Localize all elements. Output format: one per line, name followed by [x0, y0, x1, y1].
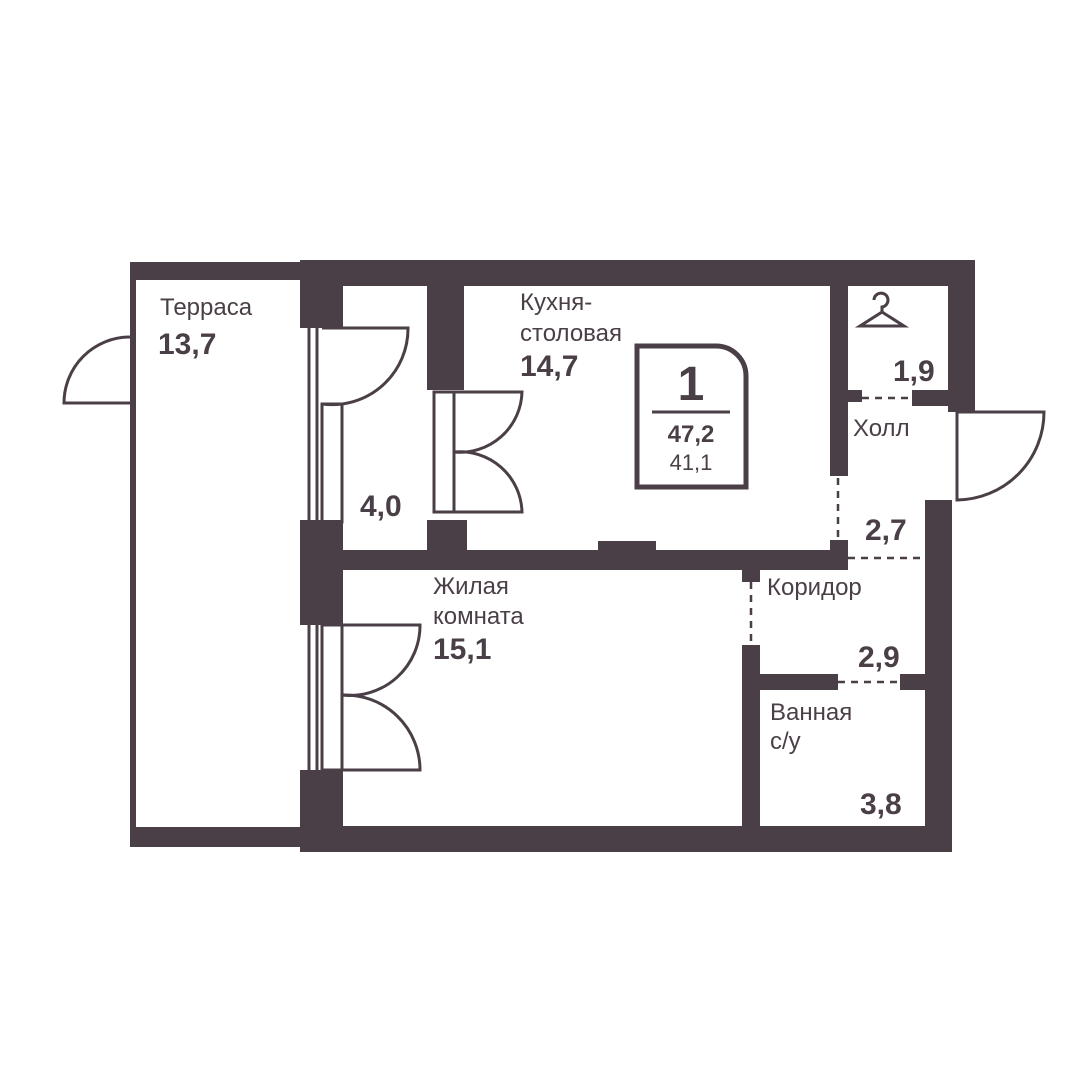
terrace-walls [130, 262, 305, 847]
entrance-door [955, 410, 1046, 502]
rooms-count: 1 [678, 358, 705, 411]
storage-area: 4,0 [360, 490, 402, 523]
kitchen-doors [432, 390, 524, 514]
living-name-line1: Жилая [433, 573, 509, 600]
bathroom-name-line1: Ванная [770, 699, 852, 726]
living-area-value: 15,1 [433, 633, 491, 666]
terrace-area: 13,7 [158, 328, 216, 361]
terrace-door [62, 335, 131, 405]
apartment-badge: 1 47,2 41,1 [634, 343, 749, 490]
kitchen-area: 14,7 [520, 350, 578, 383]
kitchen-name-line1: Кухня- [520, 289, 592, 316]
outer-walls [300, 260, 975, 852]
bathroom-name-line2: с/у [770, 728, 801, 755]
dashed-openings [749, 396, 926, 684]
corridor-area: 2,9 [858, 641, 900, 674]
kitchen-name-line2: столовая [520, 320, 622, 347]
living-window [307, 623, 344, 772]
terrace-name: Терраса [160, 294, 253, 321]
wardrobe-area: 1,9 [893, 355, 935, 388]
living-doors [341, 623, 422, 772]
storage-window [307, 328, 344, 524]
living-area: 41,1 [670, 450, 713, 475]
living-name-line2: комната [433, 603, 524, 630]
hall-area: 2,7 [865, 514, 907, 547]
hall-name: Холл [853, 415, 910, 442]
interior-walls [300, 286, 952, 830]
bathroom-area: 3,8 [860, 788, 902, 821]
storage-door [321, 326, 410, 407]
hanger-icon [854, 291, 910, 328]
corridor-name: Коридор [767, 574, 862, 601]
total-area: 47,2 [668, 421, 715, 448]
